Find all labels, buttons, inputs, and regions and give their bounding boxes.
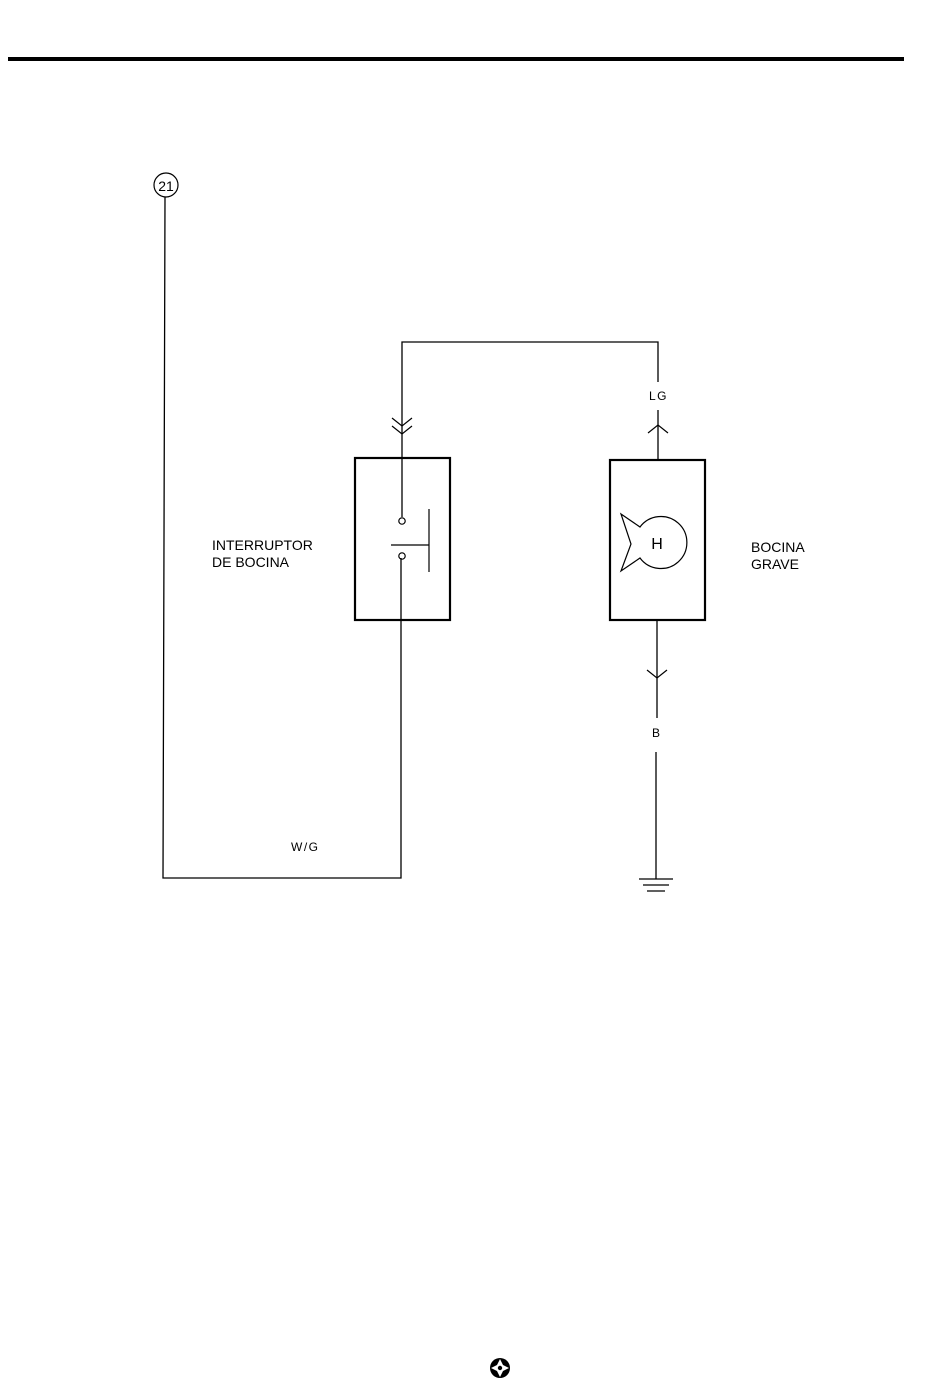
low-horn-label-line2: GRAVE [751,556,799,572]
low-horn: H [610,460,705,620]
horn-switch-label-line1: INTERRUPTOR [212,537,313,553]
connector-21: 21 [154,173,178,197]
wire-label-w-g: W/G [291,840,320,854]
header-rule [8,57,904,61]
low-horn-label-line1: BOCINA [751,539,805,555]
ground-icon [639,879,673,891]
horn-switch-label-line2: DE BOCINA [212,554,290,570]
horn-symbol-letter: H [651,536,663,553]
connector-number: 21 [158,178,174,194]
wire-lg [402,342,658,517]
wire-label-lg: LG [649,389,668,403]
footer-emblem-icon [490,1358,510,1378]
wire-label-b: B [652,726,662,740]
